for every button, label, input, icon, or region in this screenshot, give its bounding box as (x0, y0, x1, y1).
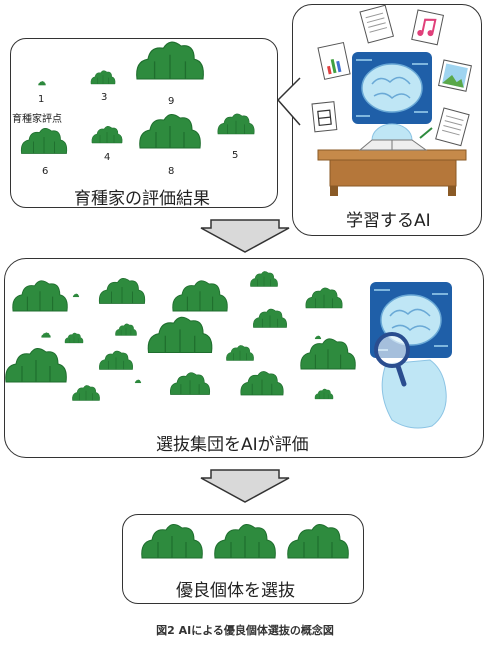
image-document-icon (438, 59, 472, 92)
arrow-down-1 (200, 219, 290, 253)
score-1: 1 (38, 94, 45, 105)
magnifier-icon (374, 332, 410, 387)
text-document-icon (359, 4, 395, 44)
bush-score-3 (90, 70, 116, 85)
selected-bushes (141, 523, 349, 559)
score-8: 8 (168, 166, 175, 177)
calendar-document-icon (311, 101, 338, 133)
ai-head-icon (352, 52, 432, 124)
score-3: 3 (101, 92, 108, 103)
desk-icon (317, 127, 467, 196)
chart-document-icon (317, 42, 351, 80)
learning-ai-illustration (311, 4, 472, 196)
bush-score-9 (136, 41, 205, 80)
bush-score-5 (217, 113, 255, 135)
bush-score-1 (38, 81, 46, 86)
breeder-score-label: 育種家評点 (12, 114, 62, 125)
bush-score-6 (20, 127, 68, 154)
breeder-panel-title: 育種家の評価結果 (74, 189, 210, 209)
score-9: 9 (168, 96, 175, 107)
evaluating-ai-illustration (370, 282, 452, 429)
score-6: 6 (42, 166, 49, 177)
arrow-down-2 (200, 469, 290, 503)
population-bushes (5, 271, 356, 401)
selection-panel-title: 優良個体を選抜 (176, 581, 295, 601)
score-4: 4 (104, 152, 111, 163)
paper-document-icon (435, 107, 470, 147)
music-note-icon (411, 9, 445, 46)
bush-score-8 (139, 113, 201, 149)
ai-learning-panel-title: 学習するAI (346, 211, 431, 231)
bush-score-4 (91, 125, 123, 144)
figure-caption: 図2 AIによる優良個体選抜の概念図 (156, 624, 334, 637)
score-5: 5 (232, 150, 239, 161)
ai-evaluation-panel-title: 選抜集団をAIが評価 (156, 435, 309, 455)
